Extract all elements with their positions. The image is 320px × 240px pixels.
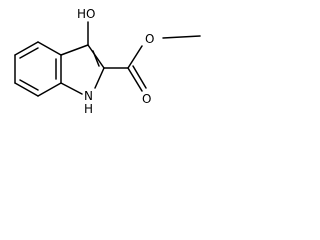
bond-benzene-4 — [37, 82, 62, 97]
bond-c2-n1 — [94, 67, 105, 89]
bond-ester-o-methyl — [162, 35, 201, 39]
bond-carbonyl-double-1 — [127, 67, 143, 92]
bond-benzene-3 — [14, 82, 39, 97]
bond-benzene-double-2 — [19, 79, 39, 91]
carbonyl-oxygen-label: O — [142, 92, 151, 106]
nitrogen-label: N — [84, 89, 93, 103]
bond-benzene-double-1 — [19, 47, 39, 59]
amine-hydrogen-label: H — [84, 102, 93, 116]
bond-n1-c7a — [60, 82, 83, 95]
chemical-structure: HO N H O O — [14, 7, 201, 116]
bond-benzene-1 — [14, 41, 39, 56]
hydroxyl-label: HO — [77, 7, 95, 21]
bond-c3a-c3 — [60, 44, 89, 56]
pyrrole-ring — [60, 44, 105, 95]
bond-carbonyl-ester-o — [127, 45, 143, 69]
ester-oxygen-label: O — [145, 32, 154, 46]
bond-c3-c2-double — [92, 50, 100, 67]
bond-benzene-6 — [37, 41, 62, 56]
benzene-ring — [14, 41, 62, 97]
bond-carbonyl-double-2 — [132, 65, 147, 89]
